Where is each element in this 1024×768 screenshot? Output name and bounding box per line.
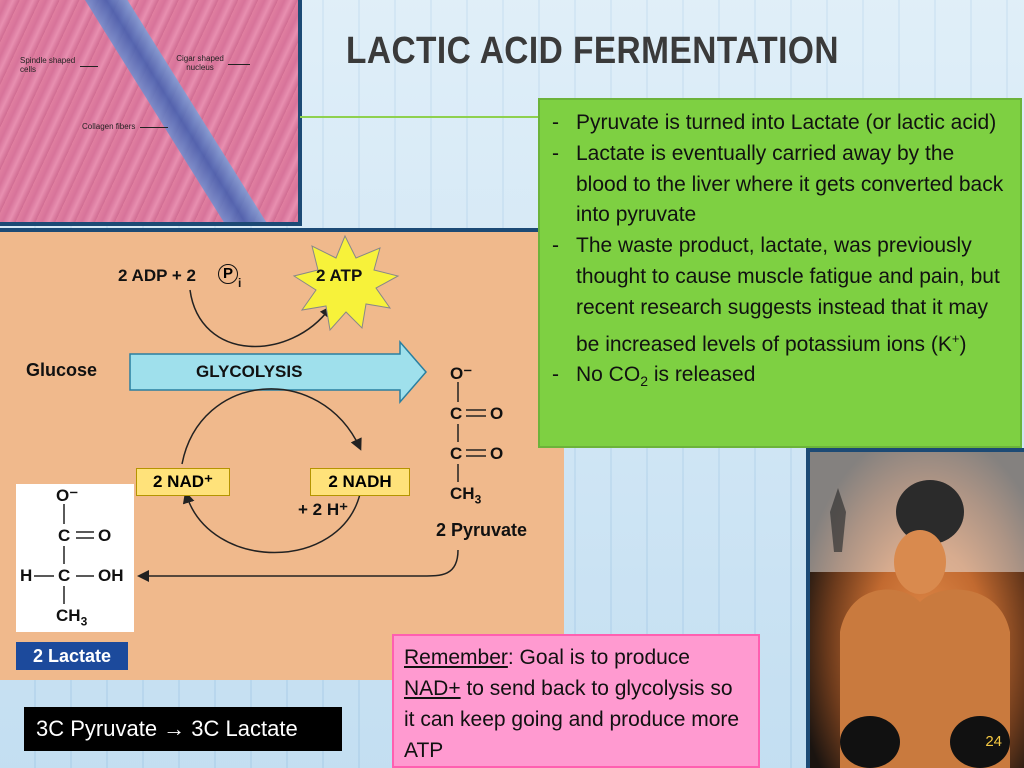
atp-starburst: [292, 234, 400, 332]
phosphate-icon: P: [218, 264, 238, 284]
spindle-arrow: [80, 66, 98, 67]
nadh-box: 2 NADH: [310, 468, 410, 496]
nad-box: 2 NAD⁺: [136, 468, 230, 496]
pyruvate-c2: C: [450, 444, 463, 463]
diagram-arrows: [129, 234, 486, 582]
nadh-to-nad-arc: [182, 491, 361, 554]
pyruvate-label: 2 Pyruvate: [436, 520, 528, 540]
lactate-label: 2 Lactate: [16, 642, 128, 670]
bodybuilder-photo: 24: [806, 448, 1024, 768]
histology-image: Spindle shaped cells Cigar shaped nucleu…: [0, 0, 302, 226]
glycolysis-arrow: [129, 339, 427, 405]
pyruvate-o-minus: O⁻: [450, 364, 473, 383]
collagen-label: Collagen fibers: [82, 122, 136, 131]
glycolysis-label: GLYCOLYSIS: [196, 362, 303, 381]
conversion-label: 3C Pyruvate → 3C Lactate: [24, 707, 342, 751]
remember-box: Remember: Goal is to produce NAD+ to sen…: [392, 634, 760, 768]
collagen-arrow: [140, 127, 168, 128]
point-1: -Pyruvate is turned into Lactate (or lac…: [552, 111, 997, 134]
key-points-box: -Pyruvate is turned into Lactate (or lac…: [538, 98, 1022, 448]
adp-label: 2 ADP + 2: [118, 266, 196, 285]
fermentation-diagram: 2 ADP + 2 P i 2 ATP Glucose GLYCOLYSIS O…: [0, 228, 564, 680]
h-plus-label: + 2 H⁺: [298, 500, 349, 519]
nad-plus-text: NAD+: [404, 677, 461, 700]
glucose-label: Glucose: [26, 360, 98, 380]
point-4: -No CO2 is released: [552, 363, 756, 390]
title-underline: [300, 116, 540, 118]
pyruvate-o1: O: [490, 404, 504, 423]
nad-to-nadh-arc: [181, 388, 362, 465]
cigar-arrow: [228, 64, 250, 65]
pyruvate-to-lactate-arrow: [137, 549, 459, 582]
point-2: -Lactate is eventually carried away by t…: [552, 141, 1004, 227]
lactate-structure: O⁻ C O H C OH CH3: [16, 484, 134, 632]
atp-curve: [189, 289, 332, 348]
slide-title: LACTIC ACID FERMENTATION: [346, 30, 839, 72]
collagen-band: [60, 0, 271, 222]
cigar-label: Cigar shaped nucleus: [176, 54, 224, 72]
spindle-label: Spindle shaped cells: [20, 56, 76, 74]
phosphate-subscript: i: [238, 276, 242, 290]
atp-label: 2 ATP: [316, 266, 363, 285]
pyruvate-ch3: CH3: [450, 484, 482, 507]
point-3: -The waste product, lactate, was previou…: [552, 234, 1000, 356]
page-number: 24: [985, 733, 1002, 750]
remember-label: Remember: [404, 646, 508, 669]
pyruvate-c1: C: [450, 404, 463, 423]
pyruvate-o2: O: [490, 444, 504, 463]
